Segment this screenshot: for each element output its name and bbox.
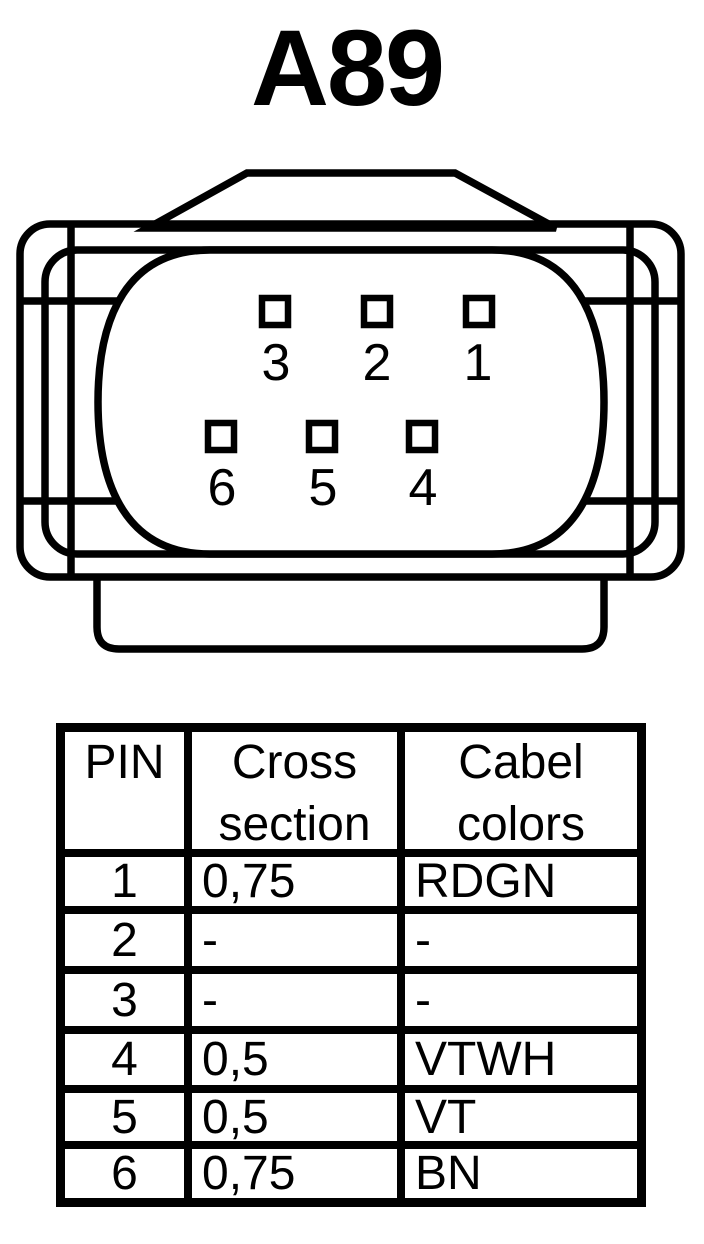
connector-housing-outer [16,220,685,581]
pin-label-3: 3 [262,334,291,392]
pin-square-4 [405,419,439,454]
table-row-4-cross-section: 0,5 [192,1034,397,1085]
pin-square-3 [258,294,292,329]
table-row-1-pin: 1 [65,857,184,906]
header-cross-line1: Cross [231,736,358,789]
header-pin-line1: PIN [84,736,165,789]
table-row-2-cross-section: - [192,914,397,966]
pin-label-1: 1 [464,334,493,392]
table-header-cross-section: Cross section [192,732,397,849]
pin-label-5: 5 [309,459,338,517]
table-row-5-pin: 5 [65,1093,184,1141]
pin-label-6: 6 [208,459,237,517]
table-row-5-cable-color: VT [405,1093,637,1141]
page-title: A89 [250,7,445,128]
table-row-1-cable-color: RDGN [405,857,637,906]
pin-square-6 [204,419,238,454]
table-row-4-pin: 4 [65,1034,184,1085]
table-row-3-cable-color: - [405,974,637,1026]
connector-key-trapezoid [133,169,558,232]
table-row-2-pin: 2 [65,914,184,966]
pin-label-2: 2 [363,334,392,392]
pin-square-1 [462,294,496,329]
connector-bottom-tab [93,577,608,653]
table-header-cable-colors: Cabel colors [405,732,637,849]
table-row-6-pin: 6 [65,1149,184,1198]
table-row-2-cable-color: - [405,914,637,966]
pin-square-5 [305,419,339,454]
header-colors-line2: colors [456,798,586,849]
connector-diagram: 3 2 1 6 5 4 [16,169,685,653]
table-row-6-cable-color: BN [405,1149,637,1198]
pin-label-4: 4 [409,459,438,517]
table-row-3-pin: 3 [65,974,184,1026]
table-row-3-cross-section: - [192,974,397,1026]
pin-square-2 [360,294,394,329]
table-row-4-cable-color: VTWH [405,1034,637,1085]
table-header-pin: PIN [65,732,184,849]
header-cross-line2: section [218,798,371,849]
table-row-5-cross-section: 0,5 [192,1093,397,1141]
table-row-1-cross-section: 0,75 [192,857,397,906]
table-row-6-cross-section: 0,75 [192,1149,397,1198]
pin-assignment-table: PIN Cross section Cabel colors 1 0,75 RD… [56,723,646,1207]
connector-cavity [94,246,608,558]
header-colors-line1: Cabel [458,736,584,789]
